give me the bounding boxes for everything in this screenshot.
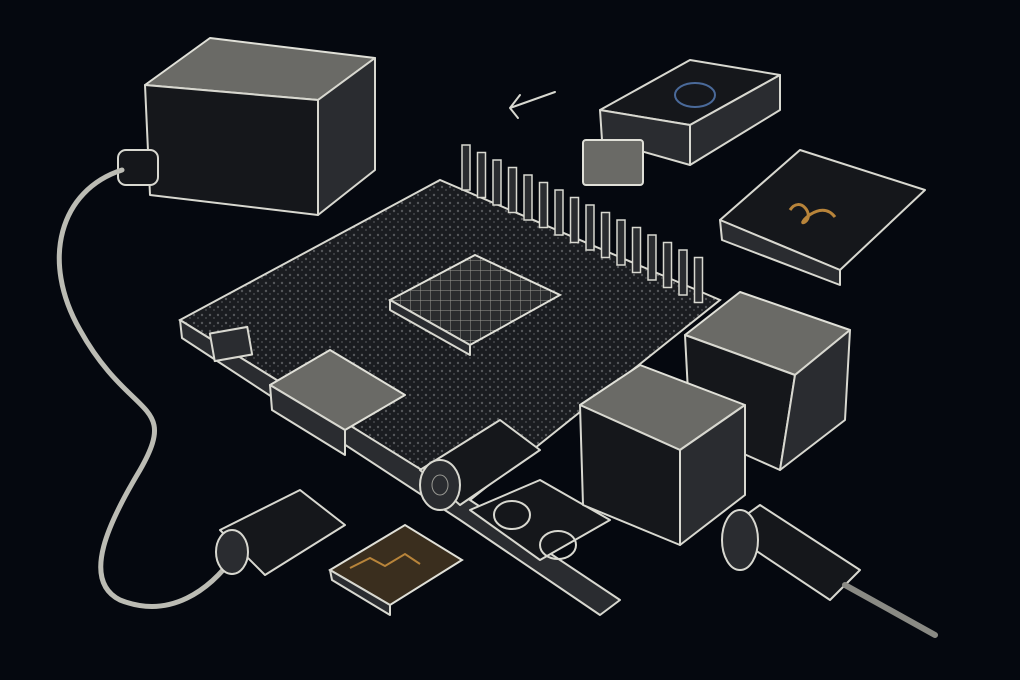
micro-hdmi-ports xyxy=(469,479,611,561)
gpio-pin xyxy=(616,219,626,266)
power-adapter xyxy=(117,37,376,216)
gpio-pin xyxy=(461,144,471,191)
cpu-chip xyxy=(387,253,563,356)
gpio-pin xyxy=(662,241,673,289)
gpio-pin xyxy=(492,159,502,206)
gpio-pin xyxy=(476,151,487,199)
usb-c-plug xyxy=(215,489,346,576)
gpio-pin xyxy=(507,166,518,214)
usb-port-front xyxy=(579,364,746,546)
gpio-pin xyxy=(647,234,657,281)
heatsink-chip xyxy=(328,523,464,616)
gpio-pin xyxy=(585,204,595,251)
power-cable xyxy=(56,167,238,609)
network-cable xyxy=(721,504,938,638)
arrow-icon xyxy=(509,91,556,119)
gpio-pin xyxy=(678,249,688,296)
gpio-header xyxy=(461,144,704,304)
gpio-pin xyxy=(523,174,533,221)
gpio-pin xyxy=(538,181,549,229)
audio-jack xyxy=(419,419,541,511)
usb-stick xyxy=(582,59,781,186)
ram-chip xyxy=(269,349,406,456)
led-component xyxy=(208,325,254,363)
sd-card xyxy=(719,149,926,286)
gpio-pin xyxy=(631,226,642,274)
gpio-pin xyxy=(569,196,580,244)
gpio-pin xyxy=(554,189,564,236)
gpio-pin xyxy=(600,211,611,259)
gpio-pin xyxy=(693,256,704,304)
